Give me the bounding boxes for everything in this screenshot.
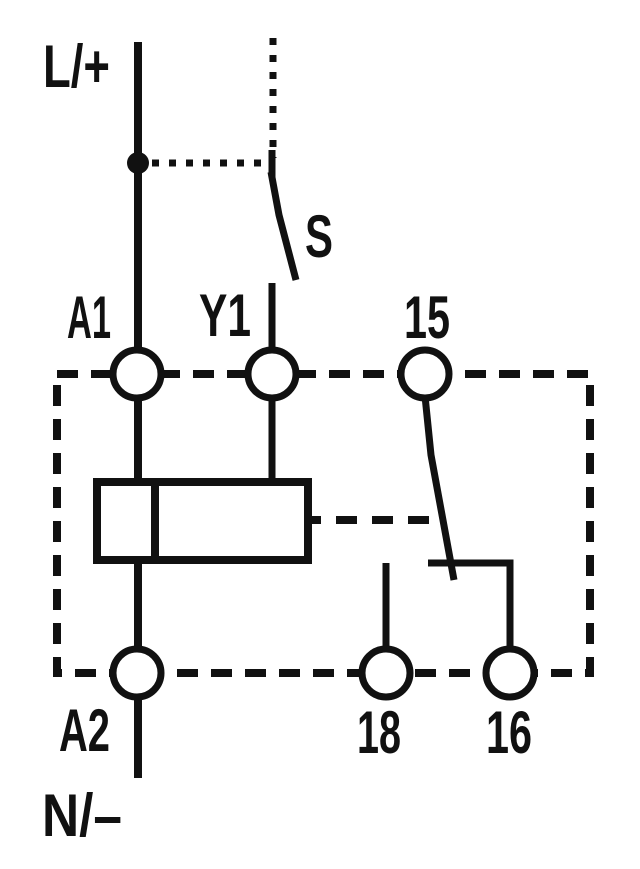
terminal-circle-a1 bbox=[109, 346, 165, 402]
terminal-circle-15 bbox=[397, 346, 453, 402]
label-supply-positive: L/+ bbox=[43, 33, 110, 100]
label-supply-negative: N/– bbox=[42, 782, 122, 849]
junction-dot bbox=[127, 152, 149, 174]
terminal-circle-18 bbox=[358, 645, 414, 701]
contact-arm-16 bbox=[428, 559, 514, 652]
switch-s-blade bbox=[267, 171, 300, 281]
label-terminal-a2: A2 bbox=[59, 697, 110, 764]
terminal-circle-a2 bbox=[109, 645, 165, 701]
label-switch-s: S bbox=[305, 203, 333, 270]
relay-coil-body bbox=[93, 478, 312, 564]
label-terminal-16: 16 bbox=[486, 699, 532, 766]
contact-blade-15 bbox=[421, 395, 458, 581]
label-terminal-y1: Y1 bbox=[199, 282, 251, 349]
relay-housing-outline bbox=[53, 370, 594, 677]
label-terminal-18: 18 bbox=[357, 699, 401, 766]
terminal-circle-16 bbox=[482, 645, 538, 701]
label-terminal-a1: A1 bbox=[67, 284, 111, 351]
terminal-circle-y1 bbox=[244, 346, 300, 402]
label-terminal-15: 15 bbox=[404, 284, 450, 351]
